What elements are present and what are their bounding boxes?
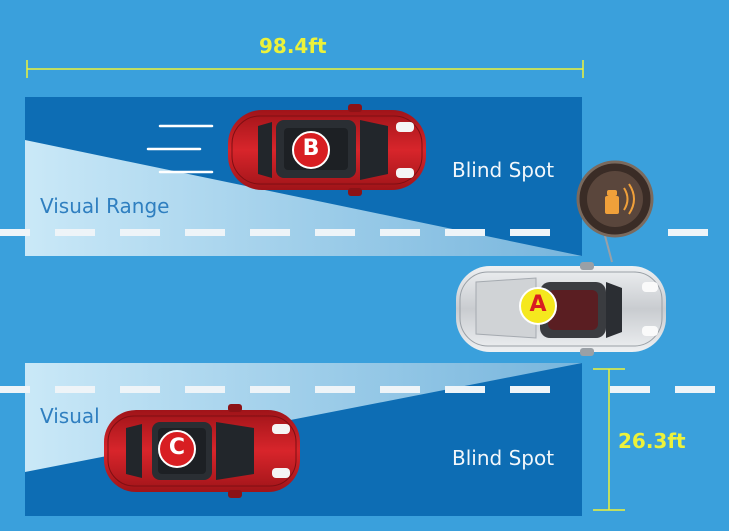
visual-range-wedge-top bbox=[25, 140, 582, 256]
car-c-badge bbox=[158, 430, 196, 468]
lane-marking-top bbox=[0, 229, 708, 236]
car-a-letter: A bbox=[529, 292, 547, 317]
mirror-warning-icon bbox=[576, 160, 654, 263]
lane-marking-bottom bbox=[0, 386, 715, 393]
length-measurement-label: 98.4ft bbox=[259, 34, 327, 58]
width-dimension-line bbox=[593, 368, 625, 511]
visual-range-label-top: Visual Range bbox=[40, 194, 170, 218]
car-c-letter: C bbox=[168, 435, 186, 460]
car-b-badge bbox=[292, 131, 330, 169]
car-b-letter: B bbox=[302, 136, 320, 161]
blind-spot-label-bottom: Blind Spot bbox=[452, 446, 555, 470]
car-a bbox=[456, 262, 666, 356]
visual-range-label-bottom: Visual bbox=[40, 404, 100, 428]
motion-lines bbox=[146, 124, 214, 174]
width-measurement-label: 26.3ft bbox=[618, 429, 686, 453]
car-a-badge bbox=[519, 287, 557, 325]
length-dimension-line bbox=[26, 60, 584, 78]
blind-spot-label-top: Blind Spot bbox=[452, 158, 555, 182]
car-c bbox=[104, 404, 300, 498]
